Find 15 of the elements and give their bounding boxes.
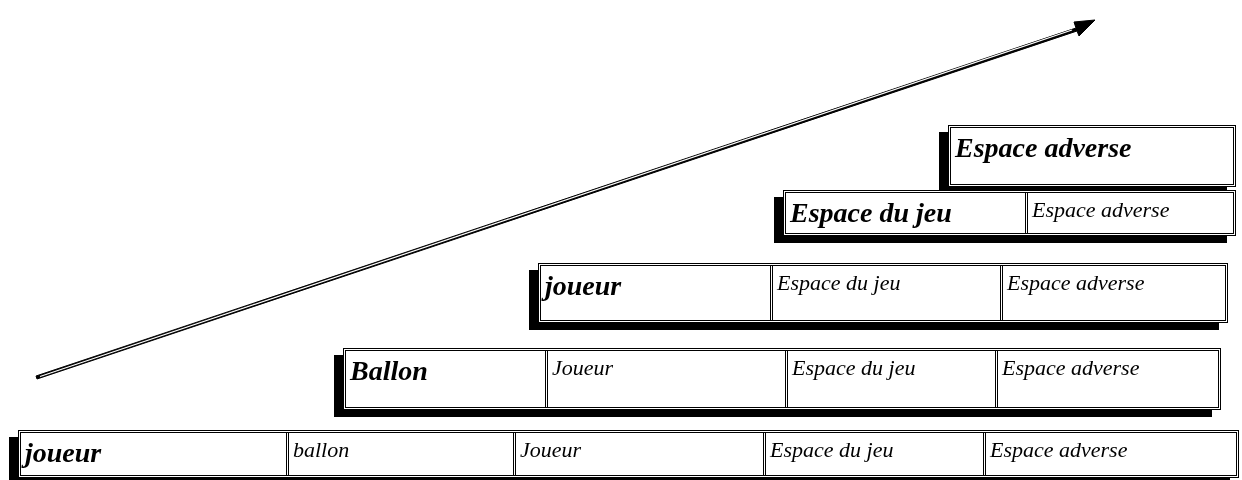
table-cell: joueur (541, 266, 773, 320)
table-cell: ballon (289, 433, 516, 475)
table-cell: Joueur (516, 433, 766, 475)
table-cell: Espace adverse (951, 128, 1233, 184)
table-cell: Espace adverse (998, 351, 1218, 407)
table-cell: Espace adverse (1028, 193, 1233, 233)
table-cell: Ballon (346, 351, 548, 407)
table-cell: Espace adverse (1003, 266, 1225, 320)
table-cell: Espace du jeu (788, 351, 998, 407)
table-cell: joueur (21, 433, 289, 475)
table-cell: Espace adverse (986, 433, 1236, 475)
table-cell: Espace du jeu (766, 433, 986, 475)
table-cell: Espace du jeu (773, 266, 1003, 320)
table-cell: Joueur (548, 351, 788, 407)
table-cell: Espace du jeu (786, 193, 1028, 233)
